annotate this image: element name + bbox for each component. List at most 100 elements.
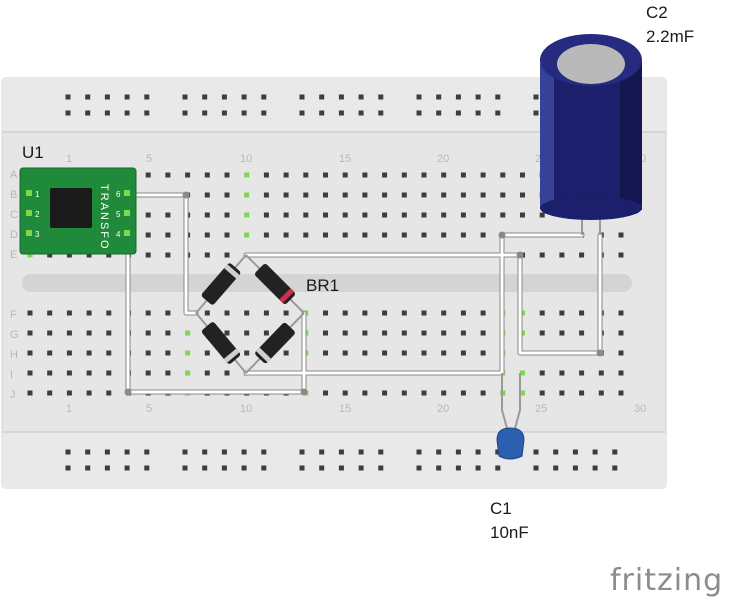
breadboard-hole — [145, 350, 151, 356]
breadboard-hole — [378, 449, 384, 455]
breadboard-hole — [441, 350, 447, 356]
c1-ceramic-capacitor[interactable] — [496, 373, 525, 460]
breadboard-hole — [342, 172, 348, 178]
fritzing-logo: fritzing — [610, 563, 723, 598]
breadboard-hole — [480, 330, 486, 336]
breadboard-hole — [441, 232, 447, 238]
breadboard-hole — [182, 465, 188, 471]
breadboard-hole — [362, 350, 368, 356]
breadboard-hole — [241, 94, 247, 100]
breadboard-hole — [244, 350, 250, 356]
breadboard-hole — [263, 192, 269, 198]
breadboard-hole — [612, 465, 618, 471]
breadboard-hole — [618, 350, 624, 356]
row-letter-e: E — [10, 249, 17, 261]
diode-top-left — [201, 263, 241, 305]
breadboard-hole — [342, 350, 348, 356]
breadboard-hole — [421, 330, 427, 336]
breadboard-hole — [244, 172, 250, 178]
breadboard-hole — [299, 110, 305, 116]
col-number-5: 5 — [146, 153, 152, 165]
breadboard-hole — [539, 212, 545, 218]
c1-label: C1 — [490, 499, 512, 518]
breadboard-hole — [480, 350, 486, 356]
breadboard-hole — [579, 310, 585, 316]
breadboard-hole — [520, 370, 525, 376]
breadboard-hole — [182, 94, 188, 100]
breadboard-hole — [553, 465, 559, 471]
breadboard-hole — [104, 110, 110, 116]
breadboard-hole — [224, 252, 230, 258]
u1-pin-3-label: 3 — [35, 230, 40, 239]
breadboard-hole — [520, 390, 525, 396]
breadboard-hole — [241, 110, 247, 116]
diode-bottom-right — [255, 322, 295, 364]
breadboard-hole — [480, 390, 486, 396]
breadboard-hole — [495, 94, 501, 100]
diode-top-right — [255, 264, 295, 304]
breadboard-hole — [106, 310, 112, 316]
breadboard-hole — [47, 390, 53, 396]
breadboard-hole — [342, 212, 348, 218]
breadboard-hole — [182, 449, 188, 455]
breadboard-hole — [224, 330, 230, 336]
breadboard-hole — [480, 192, 486, 198]
breadboard-hole — [104, 465, 110, 471]
breadboard-hole — [86, 252, 92, 258]
breadboard-hole — [224, 172, 230, 178]
breadboard-hole — [455, 110, 461, 116]
breadboard-hole — [185, 172, 191, 178]
breadboard-hole — [421, 390, 427, 396]
breadboard-hole — [66, 350, 72, 356]
breadboard-hole — [579, 370, 585, 376]
breadboard-hole — [533, 94, 539, 100]
breadboard-hole — [86, 350, 92, 356]
br1-label: BR1 — [306, 276, 339, 295]
breadboard-hole — [303, 192, 309, 198]
col-number-1: 1 — [66, 153, 72, 165]
breadboard-hole — [598, 370, 604, 376]
breadboard-hole — [382, 310, 388, 316]
br1-bridge-rectifier[interactable] — [195, 254, 305, 374]
breadboard-hole — [283, 232, 289, 238]
breadboard-hole — [47, 330, 53, 336]
breadboard-hole — [579, 252, 585, 258]
breadboard-hole — [480, 310, 486, 316]
breadboard-hole — [165, 212, 171, 218]
breadboard-hole — [559, 370, 565, 376]
breadboard-hole — [460, 232, 466, 238]
breadboard-hole — [66, 252, 72, 258]
breadboard-hole — [382, 350, 388, 356]
breadboard-hole — [455, 465, 461, 471]
breadboard-hole — [27, 350, 33, 356]
breadboard-hole — [378, 94, 384, 100]
breadboard-hole — [185, 350, 191, 356]
breadboard-hole — [85, 110, 91, 116]
breadboard-hole — [65, 465, 71, 471]
breadboard-hole — [378, 110, 384, 116]
u1-pin-1-label: 1 — [35, 190, 40, 199]
breadboard-hole — [27, 390, 33, 396]
breadboard-hole — [358, 465, 364, 471]
breadboard-hole — [299, 449, 305, 455]
breadboard-hole — [244, 192, 250, 198]
breadboard-hole — [106, 252, 112, 258]
breadboard-hole — [303, 212, 309, 218]
breadboard-hole — [261, 94, 267, 100]
breadboard-hole — [319, 449, 325, 455]
breadboard-hole — [241, 465, 247, 471]
breadboard-hole — [533, 110, 539, 116]
breadboard-hole — [382, 232, 388, 238]
breadboard-hole — [618, 330, 624, 336]
u1-transformer-module[interactable]: TRANSFO 1 2 3 6 5 4 — [19, 167, 137, 255]
row-letter-j: J — [10, 389, 16, 401]
breadboard-hole — [263, 330, 269, 336]
c2-electrolytic-capacitor[interactable] — [540, 34, 642, 235]
u1-pin-2-label: 2 — [35, 210, 40, 219]
breadboard-hole — [323, 310, 328, 316]
breadboard-hole — [124, 110, 130, 116]
breadboard-hole — [455, 449, 461, 455]
breadboard-hole — [221, 449, 227, 455]
breadboard-hole — [421, 310, 427, 316]
breadboard-hole — [455, 94, 461, 100]
